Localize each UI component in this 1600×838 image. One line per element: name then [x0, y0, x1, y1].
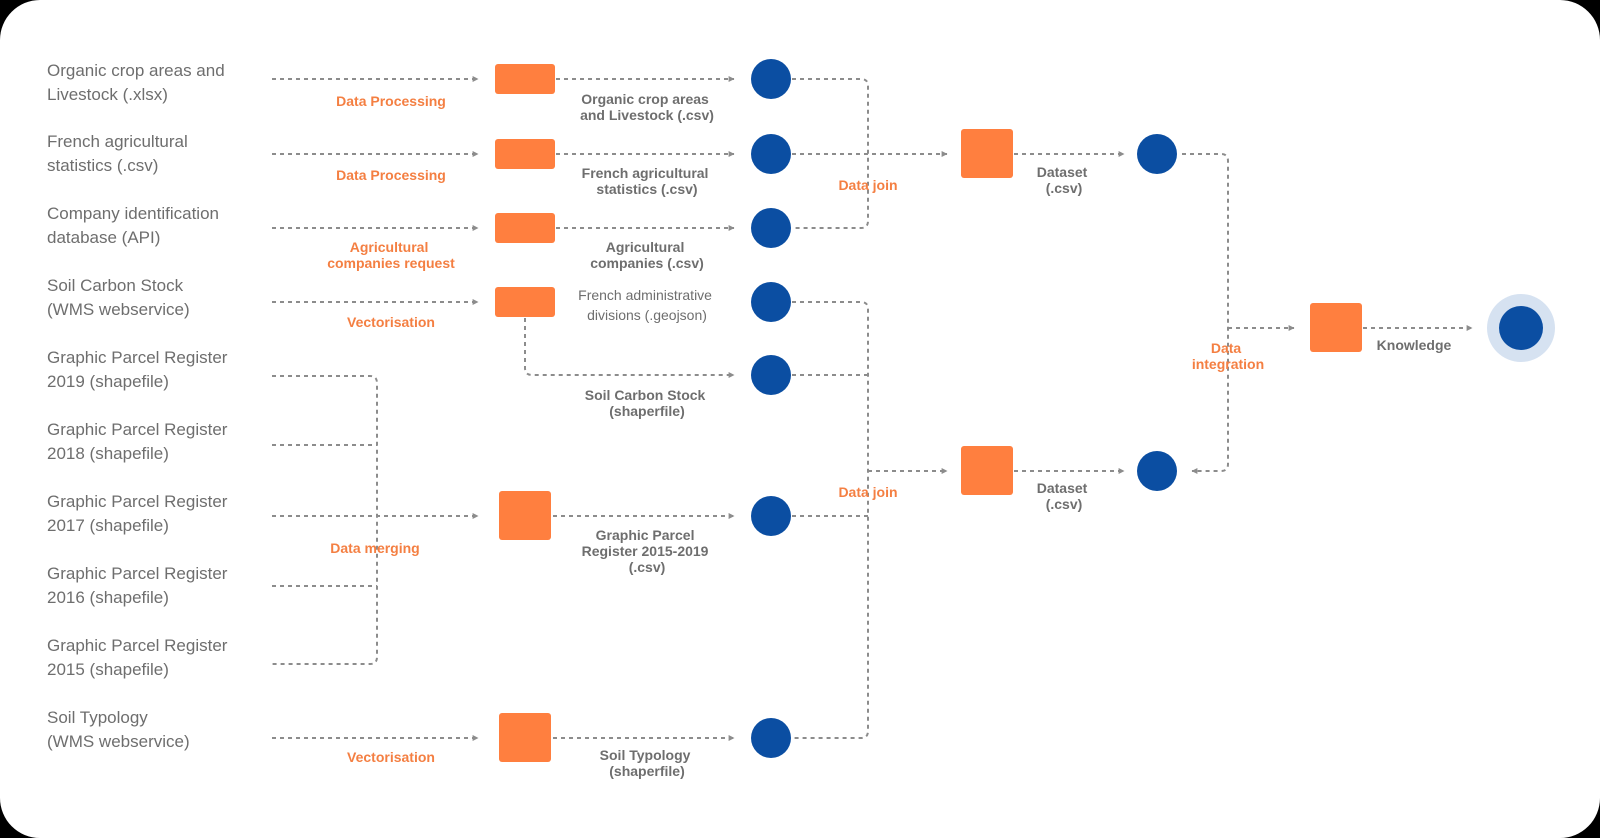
label-organic-csv: Organic crop areas and Livestock (.csv)	[580, 91, 714, 123]
process-companies-request	[495, 213, 555, 243]
process-labels: Data Processing Data Processing Agricult…	[327, 93, 1264, 765]
label-soil-typology-shp: Soil Typology (shaperfile)	[600, 747, 695, 779]
label-admin-geojson: French administrative divisions (.geojso…	[578, 287, 716, 323]
process-data-integration	[1310, 303, 1362, 352]
data-companies-csv	[751, 208, 791, 248]
source-parcel-register-2018: Graphic Parcel Register 2018 (shapefile)	[47, 420, 232, 463]
source-labels: Organic crop areas and Livestock (.xlsx)…	[47, 61, 232, 751]
source-soil-typology: Soil Typology (WMS webservice)	[47, 708, 190, 751]
label-dataset-1: Dataset (.csv)	[1037, 164, 1091, 196]
label-soil-carbon-shp: Soil Carbon Stock (shaperfile)	[585, 387, 709, 419]
label-vectorisation-1: Vectorisation	[347, 314, 435, 330]
data-nodes	[751, 59, 1555, 758]
process-data-join-1	[961, 129, 1013, 178]
edges	[272, 76, 1473, 741]
label-data-integration: Data integration	[1192, 340, 1264, 372]
process-data-processing-2	[495, 139, 555, 169]
label-data-join-1: Data join	[838, 177, 897, 193]
label-stats-csv: French agricultural statistics (.csv)	[582, 165, 713, 197]
source-parcel-register-2016: Graphic Parcel Register 2016 (shapefile)	[47, 564, 232, 607]
label-dataset-2: Dataset (.csv)	[1037, 480, 1091, 512]
source-parcel-register-2019: Graphic Parcel Register 2019 (shapefile)	[47, 348, 232, 391]
label-companies-request: Agricultural companies request	[327, 239, 455, 271]
process-nodes	[495, 64, 1362, 762]
edge-vectorisation-to-soil-carbon	[524, 318, 735, 378]
process-data-merging	[499, 491, 551, 540]
source-company-database: Company identification database (API)	[47, 204, 224, 247]
source-french-agri-statistics: French agricultural statistics (.csv)	[47, 132, 193, 175]
edge-admin-join	[792, 301, 869, 739]
data-stats-csv	[751, 134, 791, 174]
edge-dataset1-integration	[1182, 153, 1229, 474]
data-soil-carbon-shp	[751, 355, 791, 395]
source-parcel-register-2017: Graphic Parcel Register 2017 (shapefile)	[47, 492, 232, 535]
process-vectorisation-1	[495, 287, 555, 317]
source-organic-crop-areas: Organic crop areas and Livestock (.xlsx)	[47, 61, 229, 104]
data-dataset-2	[1137, 451, 1177, 491]
label-parcel-csv: Graphic Parcel Register 2015-2019 (.csv)	[582, 527, 713, 575]
label-data-processing-1: Data Processing	[336, 93, 446, 109]
data-admin-geojson	[751, 282, 791, 322]
label-knowledge: Knowledge	[1377, 337, 1452, 353]
data-parcel-csv	[751, 496, 791, 536]
process-vectorisation-2	[499, 713, 551, 762]
data-labels: Organic crop areas and Livestock (.csv) …	[578, 91, 1451, 779]
label-data-join-2: Data join	[838, 484, 897, 500]
label-data-merging: Data merging	[330, 540, 419, 556]
process-data-join-2	[961, 446, 1013, 495]
data-organic-csv	[751, 59, 791, 99]
label-vectorisation-2: Vectorisation	[347, 749, 435, 765]
data-knowledge	[1499, 306, 1543, 350]
source-parcel-register-2015: Graphic Parcel Register 2015 (shapefile)	[47, 636, 232, 679]
source-soil-carbon-stock: Soil Carbon Stock (WMS webservice)	[47, 276, 190, 319]
data-dataset-1	[1137, 134, 1177, 174]
label-data-processing-2: Data Processing	[336, 167, 446, 183]
label-companies-csv: Agricultural companies (.csv)	[590, 239, 704, 271]
process-data-processing-1	[495, 64, 555, 94]
data-soil-typology-shp	[751, 718, 791, 758]
